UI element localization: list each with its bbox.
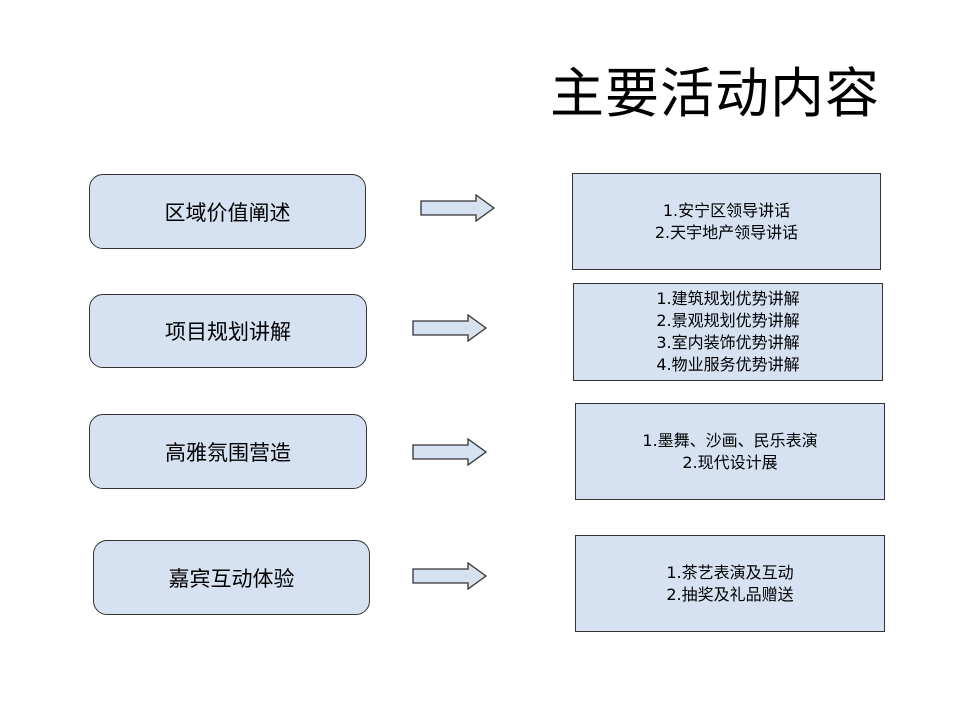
activity-label: 高雅氛围营造 xyxy=(165,440,291,465)
detail-box-project-planning: 1.建筑规划优势讲解 2.景观规划优势讲解 3.室内装饰优势讲解 4.物业服务优… xyxy=(573,283,883,381)
detail-item: 1.茶艺表演及互动 xyxy=(666,562,794,582)
arrow-right-icon xyxy=(420,194,496,222)
detail-item: 2.现代设计展 xyxy=(682,452,778,472)
activity-box-regional-value: 区域价值阐述 xyxy=(89,174,366,249)
detail-box-regional-value: 1.安宁区领导讲话 2.天宇地产领导讲话 xyxy=(572,173,881,270)
activity-label: 项目规划讲解 xyxy=(165,320,291,344)
activity-label: 嘉宾互动体验 xyxy=(168,566,295,591)
detail-item: 2.天宇地产领导讲话 xyxy=(654,222,799,242)
detail-item: 1.建筑规划优势讲解 xyxy=(656,289,800,308)
arrow-right-icon xyxy=(412,562,488,590)
activity-label: 区域价值阐述 xyxy=(164,200,291,225)
activity-box-guest-interaction: 嘉宾互动体验 xyxy=(93,540,370,615)
detail-item: 1.安宁区领导讲话 xyxy=(662,200,791,220)
detail-item: 2.景观规划优势讲解 xyxy=(656,311,800,330)
detail-item: 4.物业服务优势讲解 xyxy=(656,355,800,374)
detail-item: 3.室内装饰优势讲解 xyxy=(656,333,800,352)
page-title: 主要活动内容 xyxy=(550,62,880,125)
activity-box-project-planning: 项目规划讲解 xyxy=(89,294,367,368)
detail-item: 1.墨舞、沙画、民乐表演 xyxy=(642,430,818,450)
detail-item: 2.抽奖及礼品赠送 xyxy=(666,584,794,604)
detail-box-guest-interaction: 1.茶艺表演及互动 2.抽奖及礼品赠送 xyxy=(575,535,885,632)
arrow-right-icon xyxy=(412,314,488,342)
activity-box-elegant-atmosphere: 高雅氛围营造 xyxy=(89,414,367,489)
arrow-right-icon xyxy=(412,438,488,466)
detail-box-elegant-atmosphere: 1.墨舞、沙画、民乐表演 2.现代设计展 xyxy=(575,403,885,500)
